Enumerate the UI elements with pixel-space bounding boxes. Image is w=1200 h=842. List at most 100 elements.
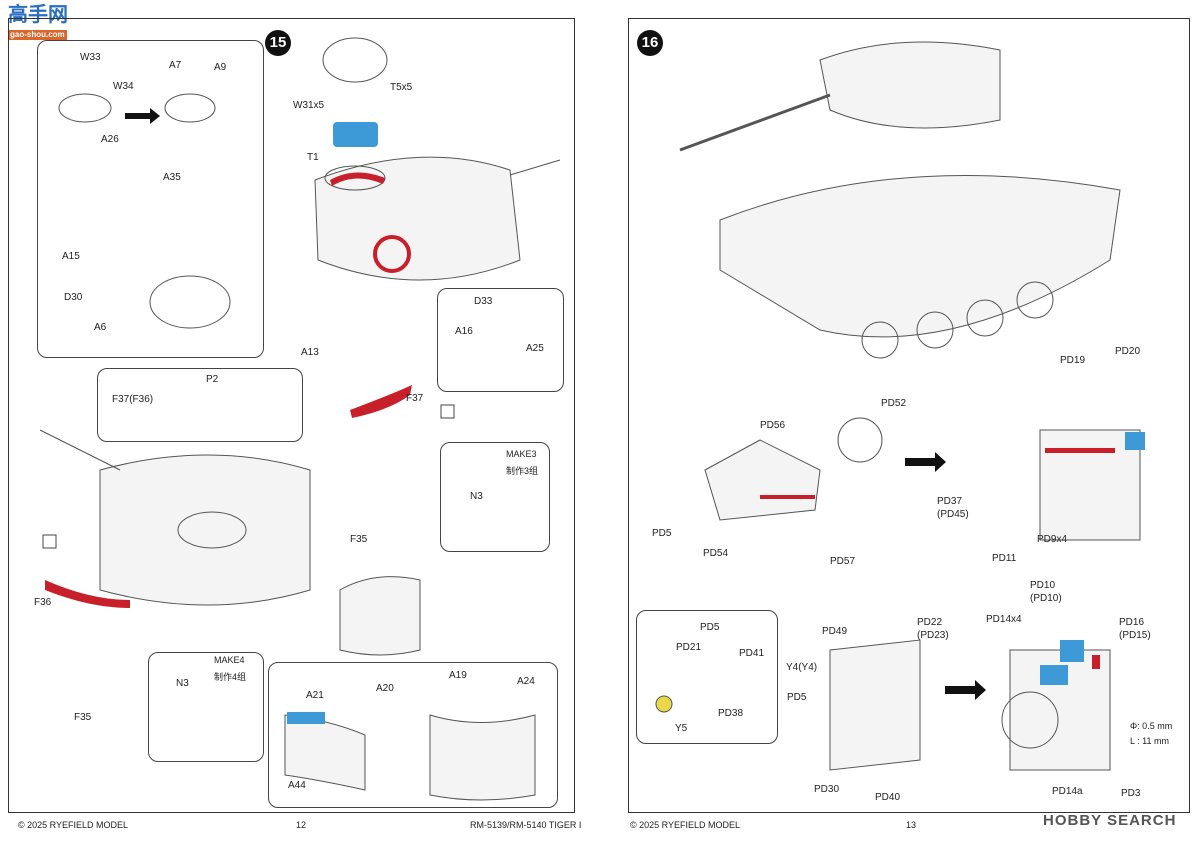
part-label: W31x5 (293, 100, 325, 111)
arrow-icon (125, 108, 160, 124)
part-label: (PD23) (917, 630, 949, 641)
part-label: PD40 (875, 792, 901, 803)
tiger-turret (819, 41, 1001, 129)
part-label: PD3 (1121, 788, 1141, 799)
part-label: PD5 (787, 692, 807, 703)
part-label: PD10 (1030, 580, 1056, 591)
red-engine-strip (1045, 448, 1115, 453)
part-label: PD19 (1060, 355, 1086, 366)
part-label: A9 (214, 62, 227, 73)
hobbysearch-watermark: HOBBY SEARCH (1043, 812, 1177, 829)
part-label: PD5 (700, 622, 720, 633)
blue-part-t1 (333, 122, 378, 147)
part-label: A13 (301, 347, 319, 358)
part-label: PD5 (652, 528, 672, 539)
step-15-badge: 15 (265, 30, 291, 56)
make-count-label: MAKE3 (506, 449, 537, 459)
tiger-hull (719, 174, 1121, 338)
arrow-icon (945, 680, 986, 700)
stowage-bin (339, 576, 421, 656)
part-label: A21 (306, 690, 324, 701)
part-label: T1 (307, 152, 319, 163)
detail-box-p2 (97, 368, 303, 442)
part-label: Y4(Y4) (786, 662, 818, 673)
step-16-badge: 16 (637, 30, 663, 56)
part-label: A6 (94, 322, 107, 333)
part-label: PD38 (718, 708, 744, 719)
part-label: P2 (206, 374, 219, 385)
part-label: PD54 (703, 548, 729, 559)
part-label: (PD45) (937, 509, 969, 520)
detail-box-a16 (437, 288, 564, 392)
part-label: PD11 (992, 553, 1017, 564)
wire-length-spec: L : 11 mm (1130, 736, 1170, 746)
part-label: PD49 (822, 626, 848, 637)
part-label: N3 (470, 491, 483, 502)
engine-assembly-2 (829, 639, 921, 771)
part-label: PD9x4 (1037, 534, 1068, 545)
part-label: A25 (526, 343, 544, 354)
part-label: PD14x4 (986, 614, 1022, 625)
part-label: PD20 (1115, 346, 1141, 357)
part-label: A7 (169, 60, 182, 71)
part-label: F37(F36) (112, 394, 154, 405)
part-label: A15 (62, 251, 80, 262)
cupola-base (149, 275, 231, 329)
part-label: T5x5 (390, 82, 413, 93)
yellow-part-y5 (655, 695, 673, 713)
part-label: W34 (113, 81, 134, 92)
turret-top-view (314, 156, 521, 281)
part-label: F35 (350, 534, 368, 545)
part-label: A35 (163, 172, 181, 183)
red-ring (330, 172, 385, 186)
engine-assembly-1 (1039, 429, 1141, 541)
part-label: PD30 (814, 784, 840, 795)
part-label: PD56 (760, 420, 786, 431)
gaoshou-url: gao-shou.com (8, 30, 67, 40)
part-label: D33 (474, 296, 493, 307)
arrow-icon (905, 452, 946, 472)
part-label: PD16 (1119, 617, 1145, 628)
part-label: A20 (376, 683, 394, 694)
turret-lower-view (99, 454, 311, 606)
footer-product: RM-5139/RM-5140 TIGER I (470, 820, 582, 830)
part-label: PD57 (830, 556, 856, 567)
paint-brush-icon (42, 534, 57, 549)
make3-box (440, 442, 550, 552)
red-f36 (45, 580, 130, 608)
page-number: 13 (906, 820, 917, 830)
part-label: A44 (288, 780, 306, 791)
part-label: (PD15) (1119, 630, 1151, 641)
part-label: D30 (64, 292, 83, 303)
make-count-label: MAKE4 (214, 655, 245, 665)
part-label: A26 (101, 134, 119, 145)
part-label: PD22 (917, 617, 943, 628)
wire-diameter-spec: Φ: 0.5 mm (1130, 721, 1173, 731)
page-number: 12 (296, 820, 307, 830)
part-label: W33 (80, 52, 101, 63)
engine-bulkhead (704, 439, 821, 521)
part-label: Y5 (675, 723, 688, 734)
detail-box-y5 (636, 610, 778, 744)
part-label: PD52 (881, 398, 907, 409)
blue-part-a21 (287, 712, 325, 724)
part-label: F36 (34, 597, 52, 608)
cupola-part (322, 37, 388, 83)
part-label: A24 (517, 676, 535, 687)
part-label: PD14a (1052, 786, 1083, 797)
part-label: PD21 (676, 642, 702, 653)
part-label: PD37 (937, 496, 963, 507)
part-label: A19 (449, 670, 467, 681)
make4-box (148, 652, 264, 762)
blue-part-engine (1125, 432, 1145, 450)
part-label: A16 (455, 326, 473, 337)
part-label: N3 (176, 678, 189, 689)
part-label: (PD10) (1030, 593, 1062, 604)
paint-brush-icon (440, 404, 455, 419)
footer-copyright: © 2025 RYEFIELD MODEL (18, 820, 129, 830)
blue-part-pd14 (1040, 665, 1068, 685)
part-label: F35 (74, 712, 92, 723)
make-count-label-cn: 制作4组 (214, 672, 247, 682)
